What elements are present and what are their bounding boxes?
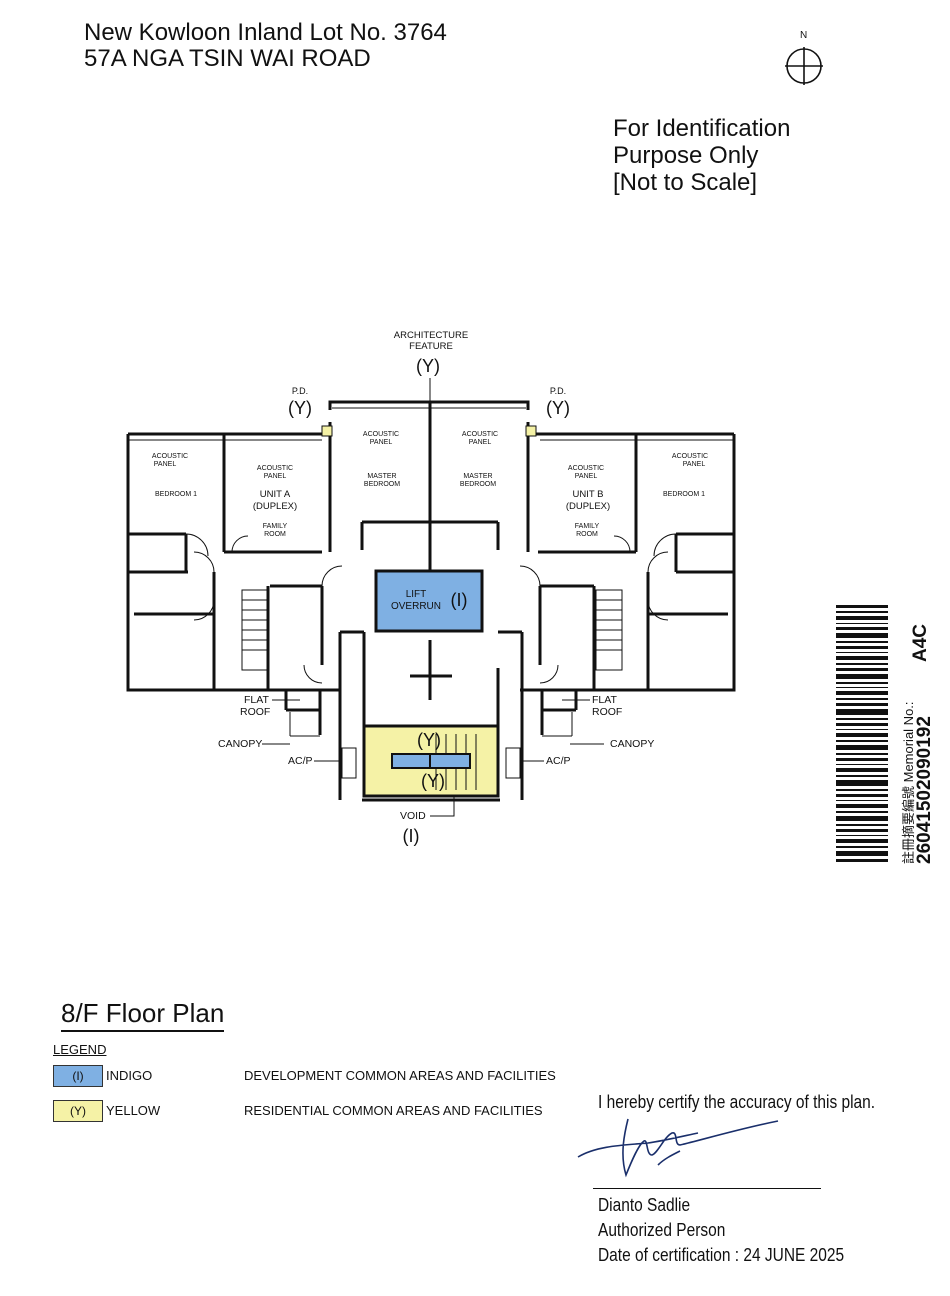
unit-a-duplex: (DUPLEX) — [253, 501, 297, 512]
floor-plan-title: 8/F Floor Plan — [61, 998, 225, 1032]
floor-plan-diagram: ARCHITECTURE FEATURE (Y) P.D. (Y) P.D. (… — [126, 330, 736, 846]
north-arrow-icon: N — [784, 30, 824, 90]
acoustic-label-4: ACOUSTIC — [257, 465, 293, 472]
door-swings — [185, 533, 677, 684]
legend-indigo-description: DEVELOPMENT COMMON AREAS AND FACILITIES — [244, 1068, 556, 1083]
pd-marker-right — [525, 425, 537, 437]
identification-line3: [Not to Scale] — [613, 169, 758, 196]
lift-overrun-area — [374, 569, 484, 633]
acoustic-label-2: ACOUSTIC — [462, 431, 498, 438]
acoustic-label-1b: PANEL — [370, 439, 393, 446]
compass-icon — [785, 47, 823, 85]
legend-indigo-swatch: (I) — [53, 1065, 103, 1087]
flat-roof-left-2: ROOF — [240, 706, 270, 718]
tag-architecture: (Y) — [416, 356, 440, 376]
unit-b-label: UNIT B — [573, 489, 604, 500]
building-walls — [126, 400, 736, 802]
acoustic-label-5b: PANEL — [575, 473, 598, 480]
address-title: 57A NGA TSIN WAI ROAD — [84, 45, 371, 72]
legend-yellow-description: RESIDENTIAL COMMON AREAS AND FACILITIES — [244, 1103, 543, 1118]
flat-roof-left-1: FLAT — [244, 694, 269, 706]
master-bedroom-right-2: BEDROOM — [460, 481, 496, 488]
acoustic-label-2b: PANEL — [469, 439, 492, 446]
acoustic-label-5: ACOUSTIC — [568, 465, 604, 472]
acp-right: AC/P — [546, 755, 571, 767]
flat-roof-right-1: FLAT — [592, 694, 617, 706]
canopy-right: CANOPY — [610, 738, 654, 750]
north-label: N — [800, 30, 808, 41]
pd-label-left: P.D. — [292, 386, 308, 396]
acp-left: AC/P — [288, 755, 313, 767]
acoustic-label-3: ACOUSTIC — [152, 453, 188, 460]
architecture-label-2: FEATURE — [409, 341, 453, 352]
tag-pd-left: (Y) — [288, 398, 312, 418]
canopy-left: CANOPY — [218, 738, 262, 750]
lot-number-title: New Kowloon Inland Lot No. 3764 — [84, 19, 447, 46]
certification-date: Date of certification : 24 JUNE 2025 — [598, 1245, 845, 1265]
unit-a-family-2: ROOM — [264, 531, 286, 538]
signatory-name: Dianto Sadlie — [598, 1195, 691, 1215]
legend-yellow-swatch: (Y) — [53, 1100, 103, 1122]
signatory-role: Authorized Person — [598, 1220, 726, 1240]
lift-overrun-label-2: OVERRUN — [391, 601, 441, 612]
acoustic-label-6b: PANEL — [683, 461, 706, 468]
master-bedroom-left-1: MASTER — [367, 473, 396, 480]
legend-heading: LEGEND — [53, 1042, 107, 1057]
pd-marker-left — [321, 425, 333, 437]
tag-stair-lower: (Y) — [421, 771, 445, 791]
unit-a-family-1: FAMILY — [263, 523, 288, 530]
tag-stair-upper: (Y) — [417, 730, 441, 750]
memorial-barcode — [836, 605, 892, 863]
tag-void: (I) — [403, 826, 420, 846]
unit-a-label: UNIT A — [260, 489, 291, 500]
bedroom1-right: BEDROOM 1 — [663, 491, 705, 498]
unit-b-family-2: ROOM — [576, 531, 598, 538]
signature-icon — [577, 1118, 779, 1178]
acoustic-label-3b: PANEL — [154, 461, 177, 468]
legend-yellow-name: YELLOW — [106, 1103, 161, 1118]
signature-line — [593, 1188, 821, 1189]
acoustic-label-6: ACOUSTIC — [672, 453, 708, 460]
legend-indigo-name: INDIGO — [106, 1068, 153, 1083]
flat-roof-right-2: ROOF — [592, 706, 622, 718]
unit-b-family-1: FAMILY — [575, 523, 600, 530]
barcode-icon — [836, 605, 888, 862]
architecture-label-1: ARCHITECTURE — [394, 330, 468, 341]
bedroom1-left: BEDROOM 1 — [155, 491, 197, 498]
tag-pd-right: (Y) — [546, 398, 570, 418]
pd-label-right: P.D. — [550, 386, 566, 396]
memorial-code: A4C — [910, 623, 931, 662]
identification-line2: Purpose Only — [613, 142, 759, 169]
certification-statement: I hereby certify the accuracy of this pl… — [598, 1092, 876, 1112]
tag-lift-overrun: (I) — [451, 590, 468, 610]
void-label: VOID — [400, 810, 426, 822]
identification-line1: For Identification — [613, 115, 791, 142]
lift-overrun-label-1: LIFT — [406, 589, 427, 600]
unit-b-duplex: (DUPLEX) — [566, 501, 610, 512]
master-bedroom-right-1: MASTER — [463, 473, 492, 480]
master-bedroom-left-2: BEDROOM — [364, 481, 400, 488]
acoustic-label-4b: PANEL — [264, 473, 287, 480]
acoustic-label-1: ACOUSTIC — [363, 431, 399, 438]
